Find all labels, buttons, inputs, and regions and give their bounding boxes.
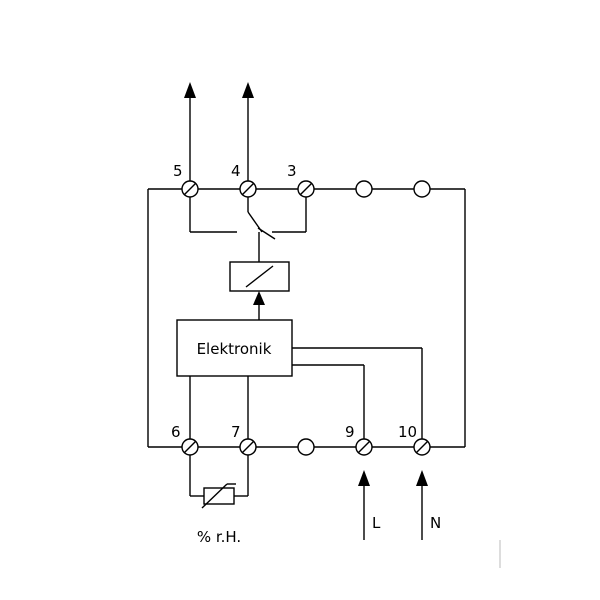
output-arrow-4	[242, 82, 254, 189]
electronics-label: Elektronik	[197, 340, 272, 358]
coil-drive-arrow	[253, 291, 265, 320]
relay-coil	[229, 261, 290, 292]
terminal-4-label: 4	[231, 162, 241, 180]
electronics-box: Elektronik	[176, 319, 293, 377]
output-arrow-5	[184, 82, 196, 189]
terminal-6-label: 6	[171, 423, 181, 441]
terminal-6: 6	[171, 423, 199, 456]
terminal-7-label: 7	[231, 423, 241, 441]
terminal-10-label: 10	[398, 423, 417, 441]
line-label: L	[372, 514, 381, 532]
terminal-10: 10	[398, 423, 431, 456]
supply-arrow-n: N	[416, 470, 441, 540]
changeover-contact	[189, 189, 307, 262]
terminal-9-label: 9	[345, 423, 355, 441]
terminal-9: 9	[345, 423, 373, 456]
terminal-7: 7	[231, 423, 257, 456]
terminal-unlabeled-top-2	[413, 180, 431, 198]
terminal-4: 4	[231, 162, 257, 198]
terminal-unlabeled-top-1	[355, 180, 373, 198]
terminal-5-label: 5	[173, 162, 183, 180]
sensor-label: % r.H.	[197, 528, 241, 546]
electronics-wires	[189, 347, 423, 447]
terminal-3: 3	[287, 162, 315, 198]
terminal-5: 5	[173, 162, 199, 198]
supply-arrow-l: L	[358, 470, 381, 540]
terminal-unlabeled-bottom	[297, 438, 315, 456]
humidity-sensor: % r.H.	[189, 447, 249, 546]
neutral-label: N	[430, 514, 441, 532]
terminal-3-label: 3	[287, 162, 297, 180]
